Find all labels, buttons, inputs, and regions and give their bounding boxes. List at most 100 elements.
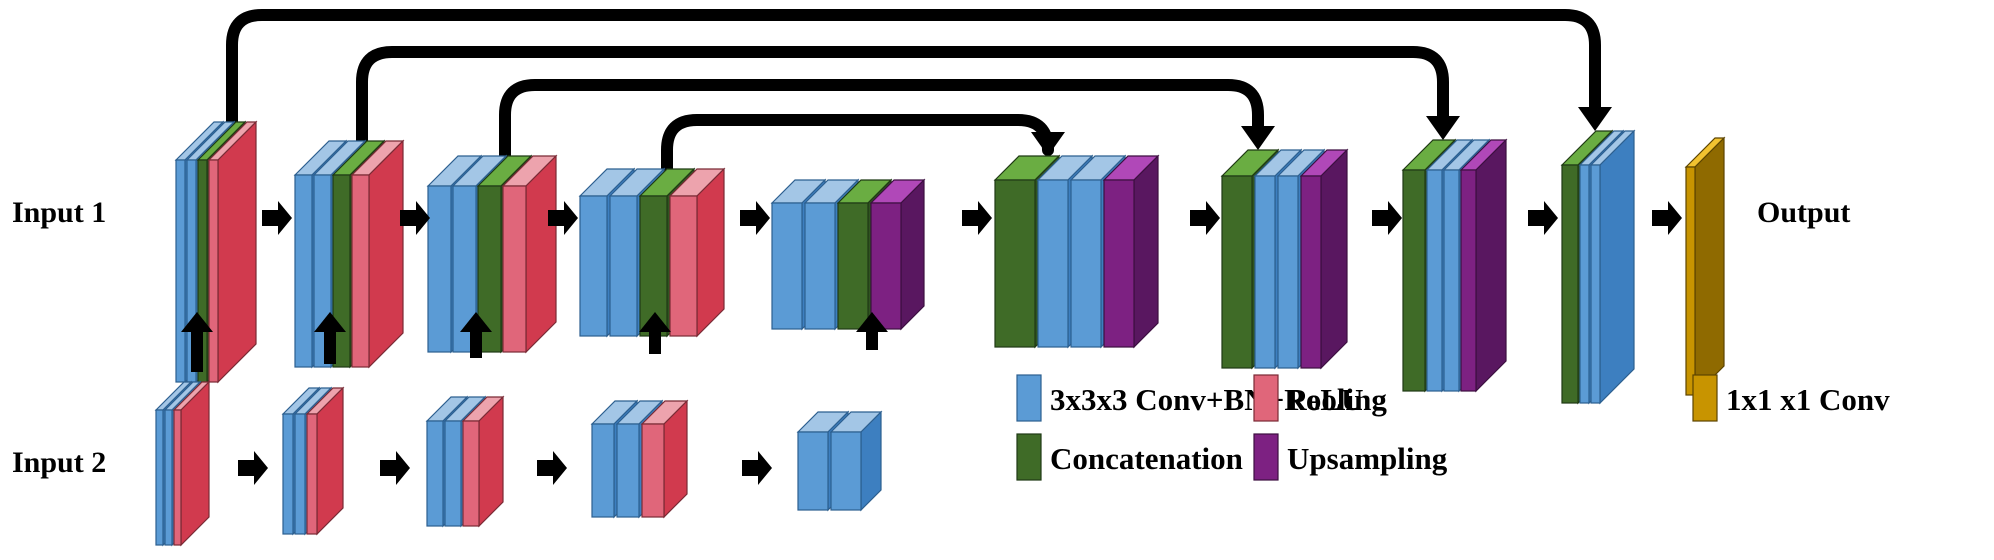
bottleneck-layer-1-conv-front xyxy=(771,202,803,330)
dec-block-1-layer-4-up-side xyxy=(1133,154,1159,349)
skip-connection-1 xyxy=(226,9,1612,131)
bottleneck-layer-4-up-side xyxy=(900,178,925,331)
dec-block-2-layer-3-conv-front xyxy=(1277,175,1299,369)
output-conv xyxy=(1684,136,1726,397)
bottleneck-layer-2-conv-front xyxy=(804,202,836,330)
enc1-block-1-layer-4-pool-front xyxy=(208,159,219,383)
enc1-block-3-layer-4-pool-side xyxy=(525,154,557,354)
flow-arrow-row1-8 xyxy=(1528,201,1558,235)
enc1-block-1-layer-4-pool xyxy=(207,120,258,384)
skip-connection-2 xyxy=(356,46,1460,145)
bottleneck-layer-4-up xyxy=(869,178,926,331)
enc1-block-2-layer-4-pool-side xyxy=(368,139,404,369)
enc2-block-3-layer-3-pool-front xyxy=(462,420,480,527)
enc1-block-3-layer-4-pool xyxy=(501,154,558,354)
enc2-block-3 xyxy=(425,395,505,528)
legend-swatch-conv xyxy=(1016,374,1042,422)
dec-block-4-layer-1-concat-front xyxy=(1561,164,1579,404)
fusion-arrow-2 xyxy=(314,312,346,364)
legend-item-concat: Concatenation xyxy=(1016,433,1243,481)
enc2-block-5-layer-2-conv-front xyxy=(830,431,862,511)
dec-block-4-layer-3-conv-front xyxy=(1590,164,1601,404)
bottleneck-layer-3-concat-front xyxy=(837,202,869,330)
dec-block-4-layer-3-conv-side xyxy=(1599,129,1635,405)
enc1-block-3-layer-1-conv-front xyxy=(427,185,452,353)
enc1-block-2-layer-1-conv-front xyxy=(294,174,313,368)
enc1-block-2 xyxy=(293,139,405,369)
output-conv-layer-1-out xyxy=(1684,136,1726,397)
dec-block-1 xyxy=(993,154,1160,349)
flow-arrow-row1-4 xyxy=(740,201,770,235)
output-label: Output xyxy=(1757,196,1850,229)
enc1-block-2-layer-3-concat-front xyxy=(332,174,351,368)
legend-label-concat: Concatenation xyxy=(1050,441,1243,476)
dec-block-4-layer-2-conv-front xyxy=(1579,164,1590,404)
enc2-block-3-layer-2-conv-front xyxy=(444,420,462,527)
enc1-block-3-layer-3-concat-front xyxy=(477,185,502,353)
enc1-block-1 xyxy=(174,120,258,384)
enc2-block-1-layer-2-conv-front xyxy=(164,409,173,546)
enc1-block-3-layer-4-pool-front xyxy=(502,185,527,353)
skip-arrowhead-2 xyxy=(1426,116,1460,140)
dec-block-2 xyxy=(1220,148,1349,370)
skip-arrowhead-1 xyxy=(1578,107,1612,131)
dec-block-3-layer-1-concat-front xyxy=(1402,169,1426,392)
dec-block-1-layer-4-up-front xyxy=(1103,179,1135,348)
enc1-block-3-layer-2-conv-front xyxy=(452,185,477,353)
enc2-block-2-layer-3-pool-front xyxy=(306,413,318,535)
enc1-block-4-layer-4-pool xyxy=(668,167,726,338)
dec-block-2-layer-4-up-front xyxy=(1300,175,1322,369)
enc1-block-1-layer-1-conv-front xyxy=(175,159,186,383)
flow-arrow-row2-2 xyxy=(380,451,410,485)
input2-label: Input 2 xyxy=(12,446,106,479)
dec-block-1-layer-4-up xyxy=(1102,154,1160,349)
skip-connections xyxy=(226,9,1612,173)
dec-block-3-layer-3-conv-front xyxy=(1443,169,1460,392)
enc1-block-1-layer-4-pool-side xyxy=(217,120,257,384)
flow-arrow-row2-1 xyxy=(238,451,268,485)
dec-block-3 xyxy=(1401,138,1508,393)
enc1-block-4-layer-1-conv-front xyxy=(579,195,608,337)
flow-arrow-row1-5 xyxy=(962,201,992,235)
legend-label-out: 1x1 x1 Conv xyxy=(1726,382,1890,417)
enc1-block-4-layer-4-pool-front xyxy=(669,195,698,337)
enc2-block-1-layer-1-conv-front xyxy=(155,409,164,546)
legend-swatch-out xyxy=(1692,374,1718,422)
input1-label: Input 1 xyxy=(12,196,106,229)
enc2-block-2-layer-3-pool xyxy=(305,386,345,536)
legend-item-conv: 3x3x3 Conv+BN+ReLU xyxy=(1016,374,1363,422)
enc1-block-3 xyxy=(426,154,558,354)
enc1-block-4-layer-4-pool-side xyxy=(696,167,725,338)
fusion-arrow-5 xyxy=(856,312,888,350)
legend-label-up: Upsampling xyxy=(1287,441,1448,476)
enc2-block-1-layer-3-pool-side xyxy=(180,380,210,547)
dec-block-1-layer-1-concat-front xyxy=(994,179,1036,348)
flow-arrow-row1-2 xyxy=(400,201,430,235)
dec-block-1-layer-2-conv-front xyxy=(1037,179,1069,348)
enc1-block-4-layer-3-concat-front xyxy=(639,195,668,337)
dec-block-4 xyxy=(1560,129,1636,405)
legend-swatch-pool xyxy=(1253,374,1279,422)
dec-block-2-layer-2-conv-front xyxy=(1254,175,1276,369)
dec-block-3-layer-2-conv-front xyxy=(1426,169,1443,392)
enc1-block-2-layer-4-pool xyxy=(350,139,405,369)
dec-block-2-layer-4-up xyxy=(1299,148,1349,370)
output-conv-layer-1-out-side xyxy=(1694,136,1725,397)
fusion-arrow-1 xyxy=(181,312,213,372)
skip-arrowhead-4 xyxy=(1031,132,1065,156)
output-conv-layer-1-out-front xyxy=(1685,166,1696,396)
dec-block-2-layer-4-up-side xyxy=(1320,148,1348,370)
dec-block-3-layer-4-up xyxy=(1459,138,1508,393)
enc2-block-4 xyxy=(590,399,689,519)
bottleneck-layer-4-up-front xyxy=(870,202,902,330)
flow-arrow-row1-1 xyxy=(262,201,292,235)
dec-block-2-layer-1-concat-front xyxy=(1221,175,1253,369)
skip-connection-3 xyxy=(499,79,1275,160)
flow-arrow-row2-4 xyxy=(742,451,772,485)
enc2-block-2 xyxy=(281,386,345,536)
dec-block-3-layer-4-up-side xyxy=(1475,138,1507,393)
enc2-block-4-layer-3-pool-front xyxy=(641,423,665,518)
enc2-block-4-layer-1-conv-front xyxy=(591,423,615,518)
